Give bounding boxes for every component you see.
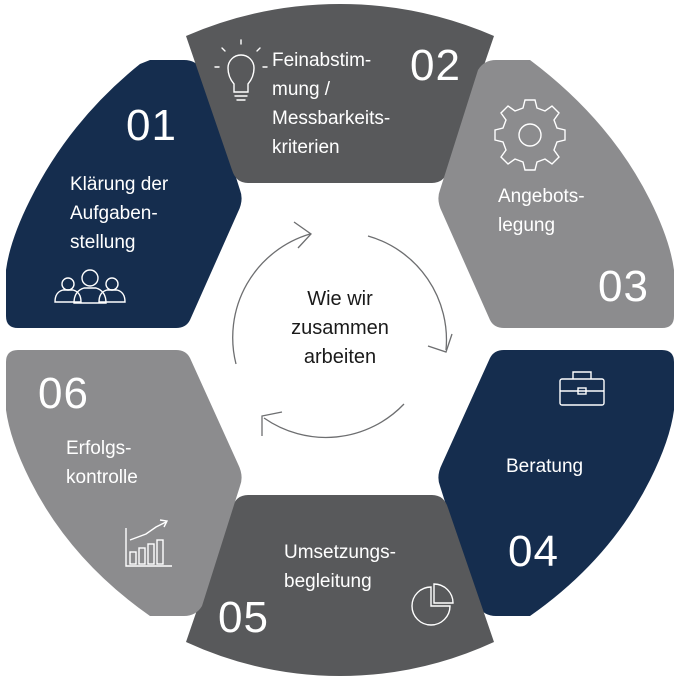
step-number-05: 05 (218, 593, 269, 642)
briefcase-icon (559, 371, 605, 406)
segment-03 (438, 60, 674, 328)
segment-02 (186, 4, 494, 183)
step-label-02: Feinabstim- mung / Messbarkeits- kriteri… (272, 50, 391, 158)
cycle-arrow-left (232, 233, 311, 365)
lightbulb-icon (214, 39, 268, 101)
step-number-02: 02 (410, 41, 461, 90)
step-label-03: Angebots- legung (498, 186, 585, 236)
segment-01 (6, 60, 242, 328)
step-label-06: Erfolgs- kontrolle (66, 438, 138, 488)
cycle-arrow-bottom-head (261, 411, 283, 436)
cycle-arrow-top-head (427, 333, 453, 353)
step-label-04: Beratung (506, 456, 584, 477)
step-number-01: 01 (126, 101, 177, 150)
cycle-arrow-bottom (263, 403, 405, 439)
step-label-05: Umsetzungs- begleitung (284, 542, 396, 592)
segment-05 (186, 495, 494, 676)
people-icon (54, 269, 126, 304)
cycle-arrow-top (367, 235, 448, 351)
segment-04 (438, 350, 674, 616)
step-number-03: 03 (598, 262, 649, 311)
center-caption: Wie wir zusammen arbeiten (291, 288, 389, 368)
segment-06 (6, 350, 242, 616)
cycle-arrows (232, 221, 453, 439)
gear-icon (494, 99, 566, 171)
pie-chart-icon (411, 583, 454, 626)
cycle-arrow-left-head (293, 221, 312, 249)
bar-chart-icon (125, 519, 172, 567)
step-label-01: Klärung der Aufgaben- stellung (70, 174, 169, 253)
step-number-04: 04 (508, 527, 559, 576)
step-number-06: 06 (38, 369, 89, 418)
